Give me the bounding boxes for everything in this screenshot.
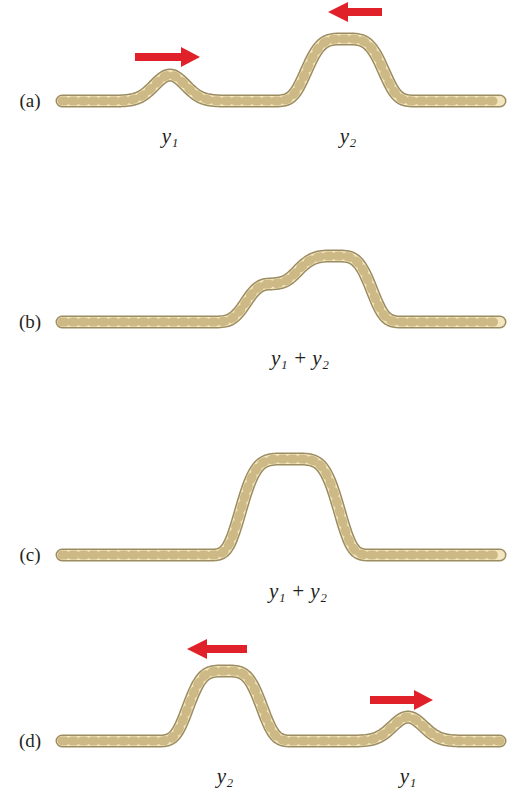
rope: [62, 39, 500, 101]
wave-label: y₁: [162, 124, 179, 149]
rope: [62, 671, 500, 741]
rope: [62, 39, 500, 101]
rope: [62, 39, 500, 101]
wave-label: y₁ + y₂: [269, 579, 327, 604]
arrow-shaft: [205, 645, 247, 653]
arrow-head: [187, 639, 207, 659]
panel-label: (b): [19, 311, 41, 333]
rope-group: [62, 39, 500, 741]
direction-arrows: [135, 2, 433, 710]
rope: [62, 671, 500, 741]
wave-label: y₂: [340, 124, 357, 149]
panel-label: (c): [19, 544, 40, 566]
arrow-head: [328, 2, 348, 22]
wave-label: y₂: [217, 764, 234, 788]
rope: [62, 256, 500, 322]
arrow-head: [414, 690, 433, 710]
panel-label: (a): [19, 90, 40, 112]
rope: [62, 459, 500, 555]
arrow-shaft: [135, 53, 183, 61]
rope: [62, 459, 500, 555]
arrow-shaft: [346, 8, 382, 16]
arrow-head: [181, 47, 200, 67]
wave-label: y₁ + y₂: [271, 346, 329, 371]
rope: [62, 256, 500, 322]
panel-label: (d): [19, 730, 41, 752]
arrow-shaft: [370, 696, 416, 704]
rope: [62, 459, 500, 555]
rope: [62, 256, 500, 322]
wave-label: y₁: [400, 764, 417, 788]
rope: [62, 671, 500, 741]
